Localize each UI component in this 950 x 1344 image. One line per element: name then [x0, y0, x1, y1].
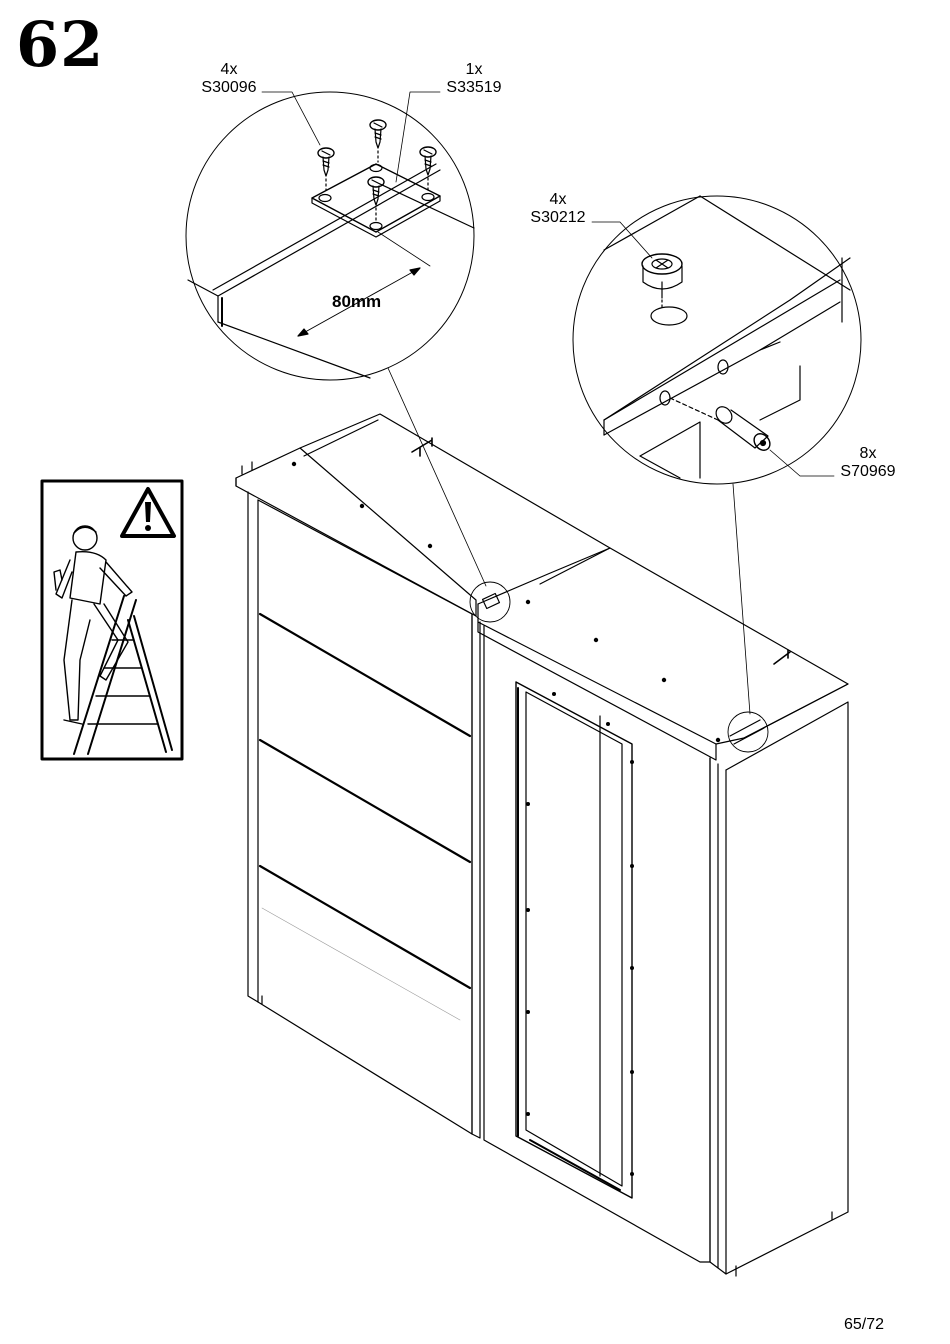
- detail-circle-connector: [573, 196, 861, 714]
- mounting-plate: [312, 164, 440, 237]
- cam-connector-icon: [642, 254, 687, 325]
- hole-markers: [292, 462, 720, 1176]
- warning-icon: [122, 489, 174, 536]
- warning-panel: [42, 481, 182, 759]
- dimension-line: [298, 232, 430, 336]
- detail-circle-plate: [186, 92, 486, 586]
- screw-icon: [370, 120, 386, 162]
- mirror-door: [516, 682, 632, 1198]
- person-on-ladder-icon: [54, 526, 172, 754]
- wardrobe-assembly: [236, 414, 848, 1276]
- dowel-icon: [713, 404, 773, 454]
- screw-icon: [318, 148, 334, 190]
